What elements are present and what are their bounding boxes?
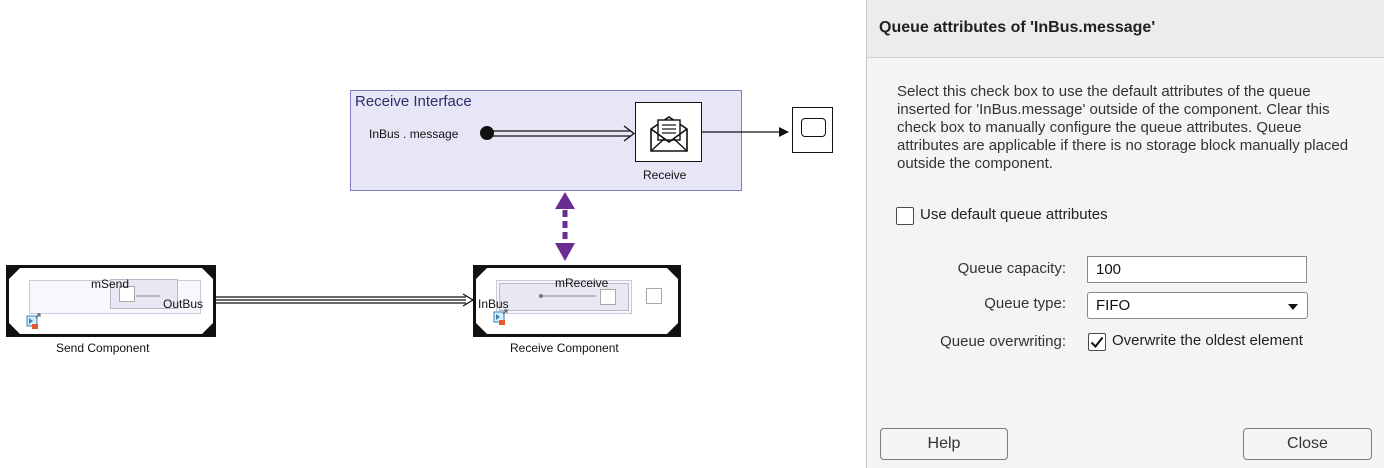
interface-link-arrow	[555, 192, 575, 261]
inbus-message-port-dot	[480, 126, 494, 140]
receive-block-label: Receive	[643, 168, 687, 182]
queue-capacity-input[interactable]	[1087, 256, 1307, 283]
close-button[interactable]: Close	[1243, 428, 1372, 460]
envelope-icon	[650, 116, 688, 152]
model-reference-icon	[493, 309, 508, 325]
msend-referenced-model[interactable]	[110, 279, 178, 309]
chevron-down-icon	[1288, 304, 1298, 310]
receive-to-scope-line	[702, 127, 789, 137]
inbus-message-port-label: InBus . message	[369, 127, 459, 141]
message-bus-line	[486, 125, 636, 142]
receive-interface-title: Receive Interface	[355, 93, 472, 110]
send-model-frame	[29, 279, 201, 314]
receive-output-port-square	[646, 288, 662, 304]
queue-capacity-label: Queue capacity:	[957, 260, 1066, 277]
queue-type-label: Queue type:	[984, 295, 1066, 312]
dialog-title: Queue attributes of 'InBus.message'	[879, 19, 1156, 36]
model-canvas[interactable]: Receive Interface InBus . message Receiv…	[0, 0, 866, 468]
scope-screen-icon	[801, 118, 826, 137]
receive-component-block[interactable]: mReceive InBus	[473, 265, 681, 337]
dialog-description: Select this check box to use the default…	[897, 83, 1349, 172]
scope-block[interactable]	[792, 107, 833, 153]
queue-type-dropdown[interactable]: FIFO	[1087, 292, 1308, 319]
send-component-caption: Send Component	[56, 341, 150, 355]
receive-model-frame	[496, 280, 632, 314]
overwrite-oldest-element-label: Overwrite the oldest element	[1112, 332, 1303, 349]
mreceive-label: mReceive	[555, 276, 609, 290]
msend-label: mSend	[91, 277, 130, 291]
mreceive-referenced-model[interactable]	[499, 283, 629, 311]
queue-attributes-dialog: Queue attributes of 'InBus.message' Sele…	[866, 0, 1384, 468]
model-reference-icon	[26, 313, 41, 329]
mreceive-inner-line	[539, 294, 596, 298]
receive-block[interactable]	[635, 102, 702, 162]
use-default-queue-attributes-label: Use default queue attributes	[920, 206, 1108, 223]
checkmark-icon	[1090, 336, 1104, 349]
send-component-block[interactable]: mSend OutBus	[6, 265, 216, 337]
outbus-port-label: OutBus	[163, 297, 204, 311]
signal-lines	[136, 125, 789, 307]
help-button[interactable]: Help	[880, 428, 1008, 460]
queue-overwriting-label: Queue overwriting:	[940, 333, 1066, 350]
inbus-port-label: InBus	[478, 297, 509, 311]
use-default-queue-attributes-checkbox[interactable]	[896, 207, 914, 225]
dialog-titlebar: Queue attributes of 'InBus.message'	[867, 0, 1384, 58]
outbus-to-inbus-line	[216, 293, 475, 307]
receive-component-caption: Receive Component	[510, 341, 619, 355]
overwrite-oldest-element-checkbox[interactable]	[1088, 333, 1106, 351]
queue-type-value: FIFO	[1096, 297, 1131, 314]
